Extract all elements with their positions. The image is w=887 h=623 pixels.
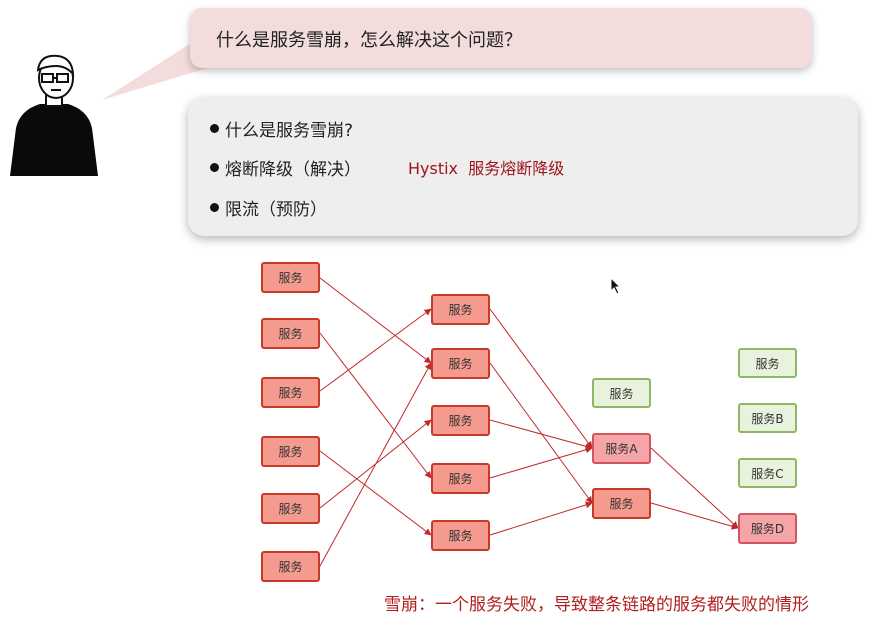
link-line [650, 502, 739, 530]
service-node: 服务 [431, 348, 490, 379]
service-node: 服务 [592, 488, 651, 519]
service-node: 服务 [738, 348, 797, 378]
service-a-node: 服务A [592, 433, 651, 464]
service-node: 服务 [261, 436, 320, 467]
bullet-dot-icon [210, 124, 219, 133]
service-node: 服务 [592, 378, 651, 408]
service-node: 服务 [431, 294, 490, 325]
service-b-node: 服务B [738, 403, 797, 433]
topics-panel: 什么是服务雪崩? 熔断降级（解决） 限流（预防） Hystix 服务熔断降级 [188, 98, 858, 236]
avalanche-caption: 雪崩：一个服务失败，导致整条链路的服务都失败的情形 [384, 595, 809, 615]
bullet-dot-icon [210, 203, 219, 212]
hystix-label: Hystix 服务熔断降级 [408, 159, 565, 178]
link-line [489, 501, 593, 536]
link-line [489, 419, 593, 450]
service-node: 服务 [431, 463, 490, 494]
speech-text: 什么是服务雪崩，怎么解决这个问题？ [216, 30, 522, 51]
bullet-item: 熔断降级（解决） [210, 155, 361, 180]
service-node: 服务 [431, 405, 490, 436]
bullet-item: 限流（预防） [210, 195, 327, 220]
service-node: 服务 [431, 520, 490, 551]
service-node: 服务 [261, 318, 320, 349]
speech-bubble: 什么是服务雪崩，怎么解决这个问题？ [190, 8, 812, 68]
person-avatar-icon [10, 54, 98, 176]
service-node: 服务 [261, 262, 320, 293]
link-line [319, 332, 432, 479]
link-line [319, 362, 432, 567]
link-line [319, 277, 432, 364]
service-c-node: 服务C [738, 458, 797, 488]
service-node: 服务 [261, 493, 320, 524]
link-line [489, 362, 593, 504]
service-d-node: 服务D [738, 513, 797, 544]
service-node: 服务 [261, 551, 320, 582]
link-line [489, 446, 593, 479]
link-line [489, 308, 593, 449]
bullet-dot-icon [210, 163, 219, 172]
link-line [319, 308, 432, 392]
service-node: 服务 [261, 377, 320, 408]
mouse-cursor-icon [610, 277, 622, 295]
link-line [319, 450, 432, 536]
bullet-item: 什么是服务雪崩? [210, 116, 353, 141]
link-line [650, 447, 739, 529]
